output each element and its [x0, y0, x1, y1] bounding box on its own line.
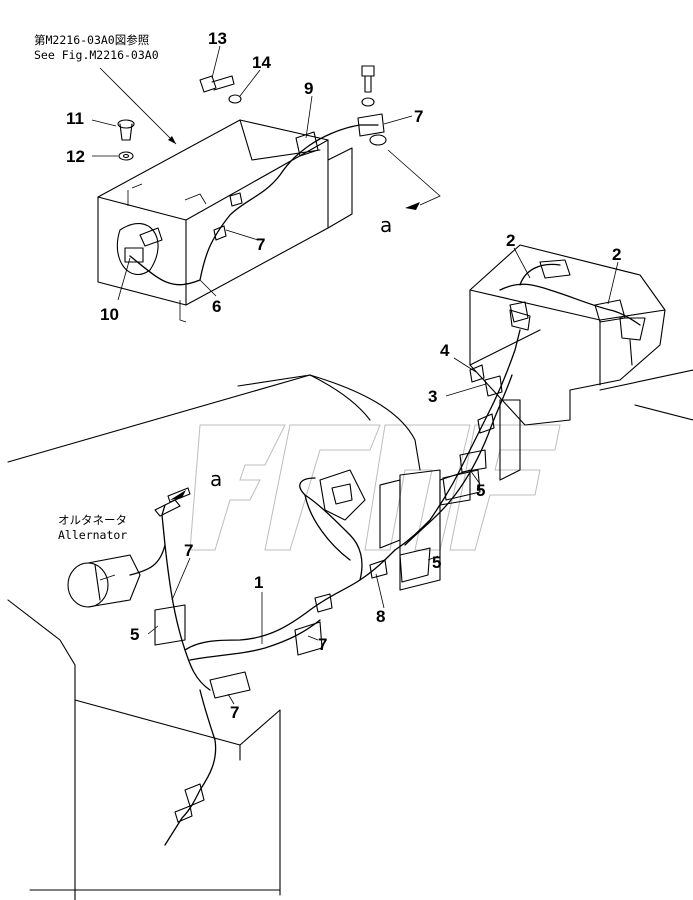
bolt-13-icon: [199, 75, 235, 93]
reference-note-jp: 第M2216-03A0図参照: [34, 33, 149, 47]
main-harness: [129, 301, 529, 846]
reference-arrow: [99, 67, 177, 145]
bolt-11-icon: [117, 119, 135, 141]
callout-5-left: 5: [130, 625, 139, 644]
upper-box: [97, 113, 387, 323]
callout-13: 13: [208, 29, 227, 48]
callout-5-right-lower: 5: [432, 553, 441, 572]
leader-lines: [91, 45, 619, 705]
washer-14-icon: [228, 94, 242, 104]
callout-5-right-upper: 5: [476, 481, 485, 500]
callout-14: 14: [252, 53, 271, 72]
callout-10: 10: [100, 305, 119, 324]
callout-7-bottom: 7: [230, 703, 239, 722]
callout-8: 8: [376, 607, 385, 626]
callout-2-left: 2: [506, 231, 515, 250]
reference-note-en: See Fig.M2216-03A0: [34, 48, 159, 62]
callout-1: 1: [254, 573, 263, 592]
section-line-a-upper: [387, 149, 441, 210]
callout-6: 6: [212, 297, 221, 316]
alternator: [67, 554, 141, 608]
watermark-logo: [189, 424, 561, 551]
washer-12-icon: [118, 151, 134, 161]
engine-body-outline: [7, 369, 693, 900]
section-mark-a-upper: a: [380, 213, 392, 237]
callout-12: 12: [66, 147, 85, 166]
callout-7-mid: 7: [318, 635, 327, 654]
right-box: [469, 244, 666, 426]
callout-11: 11: [66, 109, 84, 128]
section-line-a-lower: [170, 490, 186, 500]
callout-7-left-upper: 7: [184, 541, 193, 560]
callout-3: 3: [428, 387, 437, 406]
callout-7-tank: 7: [256, 235, 265, 254]
callout-4: 4: [440, 341, 450, 360]
section-mark-a-lower: a: [210, 467, 222, 491]
alternator-label-en: Allernator: [58, 528, 127, 542]
callout-9: 9: [304, 79, 313, 98]
alternator-label-jp: オルタネータ: [58, 513, 127, 527]
callout-7-top: 7: [414, 107, 423, 126]
bolt-right-icon: [361, 65, 375, 107]
callout-2-right: 2: [612, 245, 621, 264]
